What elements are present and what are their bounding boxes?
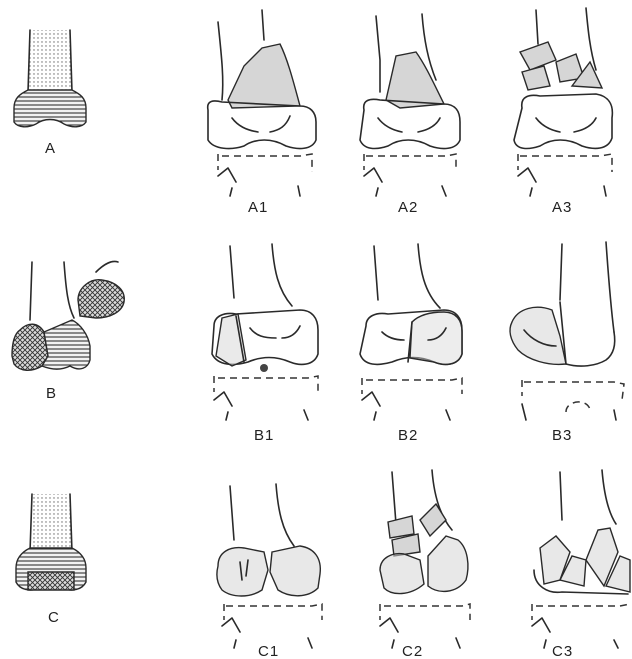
row-b-reference-label: B — [46, 385, 57, 402]
variant-label-a1: A1 — [248, 199, 268, 216]
row-a-reference-label: A — [45, 140, 56, 157]
variant-label-c3: C3 — [552, 643, 573, 659]
reference-diagram-b — [12, 261, 124, 370]
variant-label-b1: B1 — [254, 427, 274, 444]
variant-label-c1: C1 — [258, 643, 279, 659]
diagram-a3 — [514, 8, 612, 196]
diagram-a1 — [208, 10, 316, 196]
variant-label-b2: B2 — [398, 427, 418, 444]
reference-diagram-c — [16, 494, 86, 590]
variant-label-b3: B3 — [552, 427, 572, 444]
diagram-b1 — [212, 244, 318, 420]
variant-label-a3: A3 — [552, 199, 572, 216]
diagram-b2 — [360, 244, 462, 420]
variant-label-c2: C2 — [402, 643, 423, 659]
diagram-b3 — [510, 242, 624, 420]
variant-label-a2: A2 — [398, 199, 418, 216]
row-c-reference-label: C — [48, 609, 60, 626]
reference-diagram-a — [14, 30, 86, 127]
diagram-c2 — [380, 470, 470, 648]
diagram-c3 — [532, 470, 630, 648]
diagram-c1 — [217, 484, 322, 648]
diagram-a2 — [360, 14, 460, 196]
